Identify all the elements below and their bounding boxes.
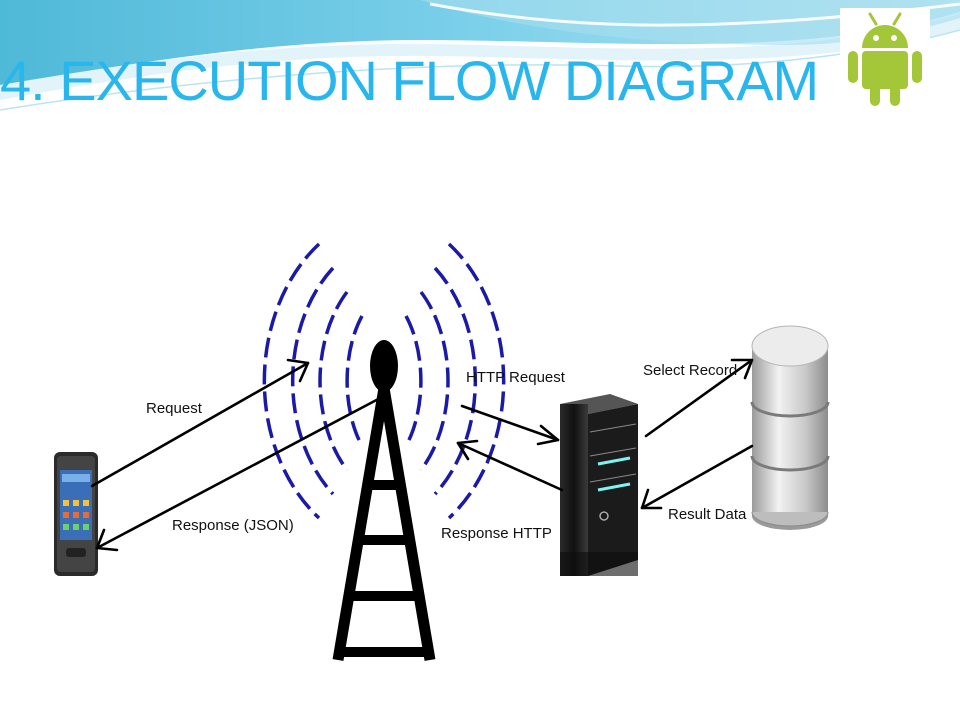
cell-tower-icon [262, 242, 506, 661]
select-record-arrow [644, 358, 754, 438]
android-robot-icon [840, 8, 930, 108]
response-json-label: Response (JSON) [172, 517, 294, 534]
http-request-arrow [460, 404, 560, 446]
request-arrow [90, 358, 310, 488]
response-json-arrow [95, 394, 386, 552]
server-icon [560, 394, 638, 576]
result-data-arrow [640, 444, 754, 510]
http-request-label: HTTP Request [466, 369, 566, 386]
smartphone-icon [54, 452, 98, 576]
request-label: Request [146, 400, 203, 417]
select-record-label: Select Record [643, 362, 737, 379]
result-data-label: Result Data [668, 506, 747, 523]
database-icon [750, 325, 830, 530]
slide-title: 4. EXECUTION FLOW DIAGRAM [0, 49, 819, 112]
response-http-arrow [456, 439, 564, 492]
response-http-label: Response HTTP [441, 525, 552, 542]
